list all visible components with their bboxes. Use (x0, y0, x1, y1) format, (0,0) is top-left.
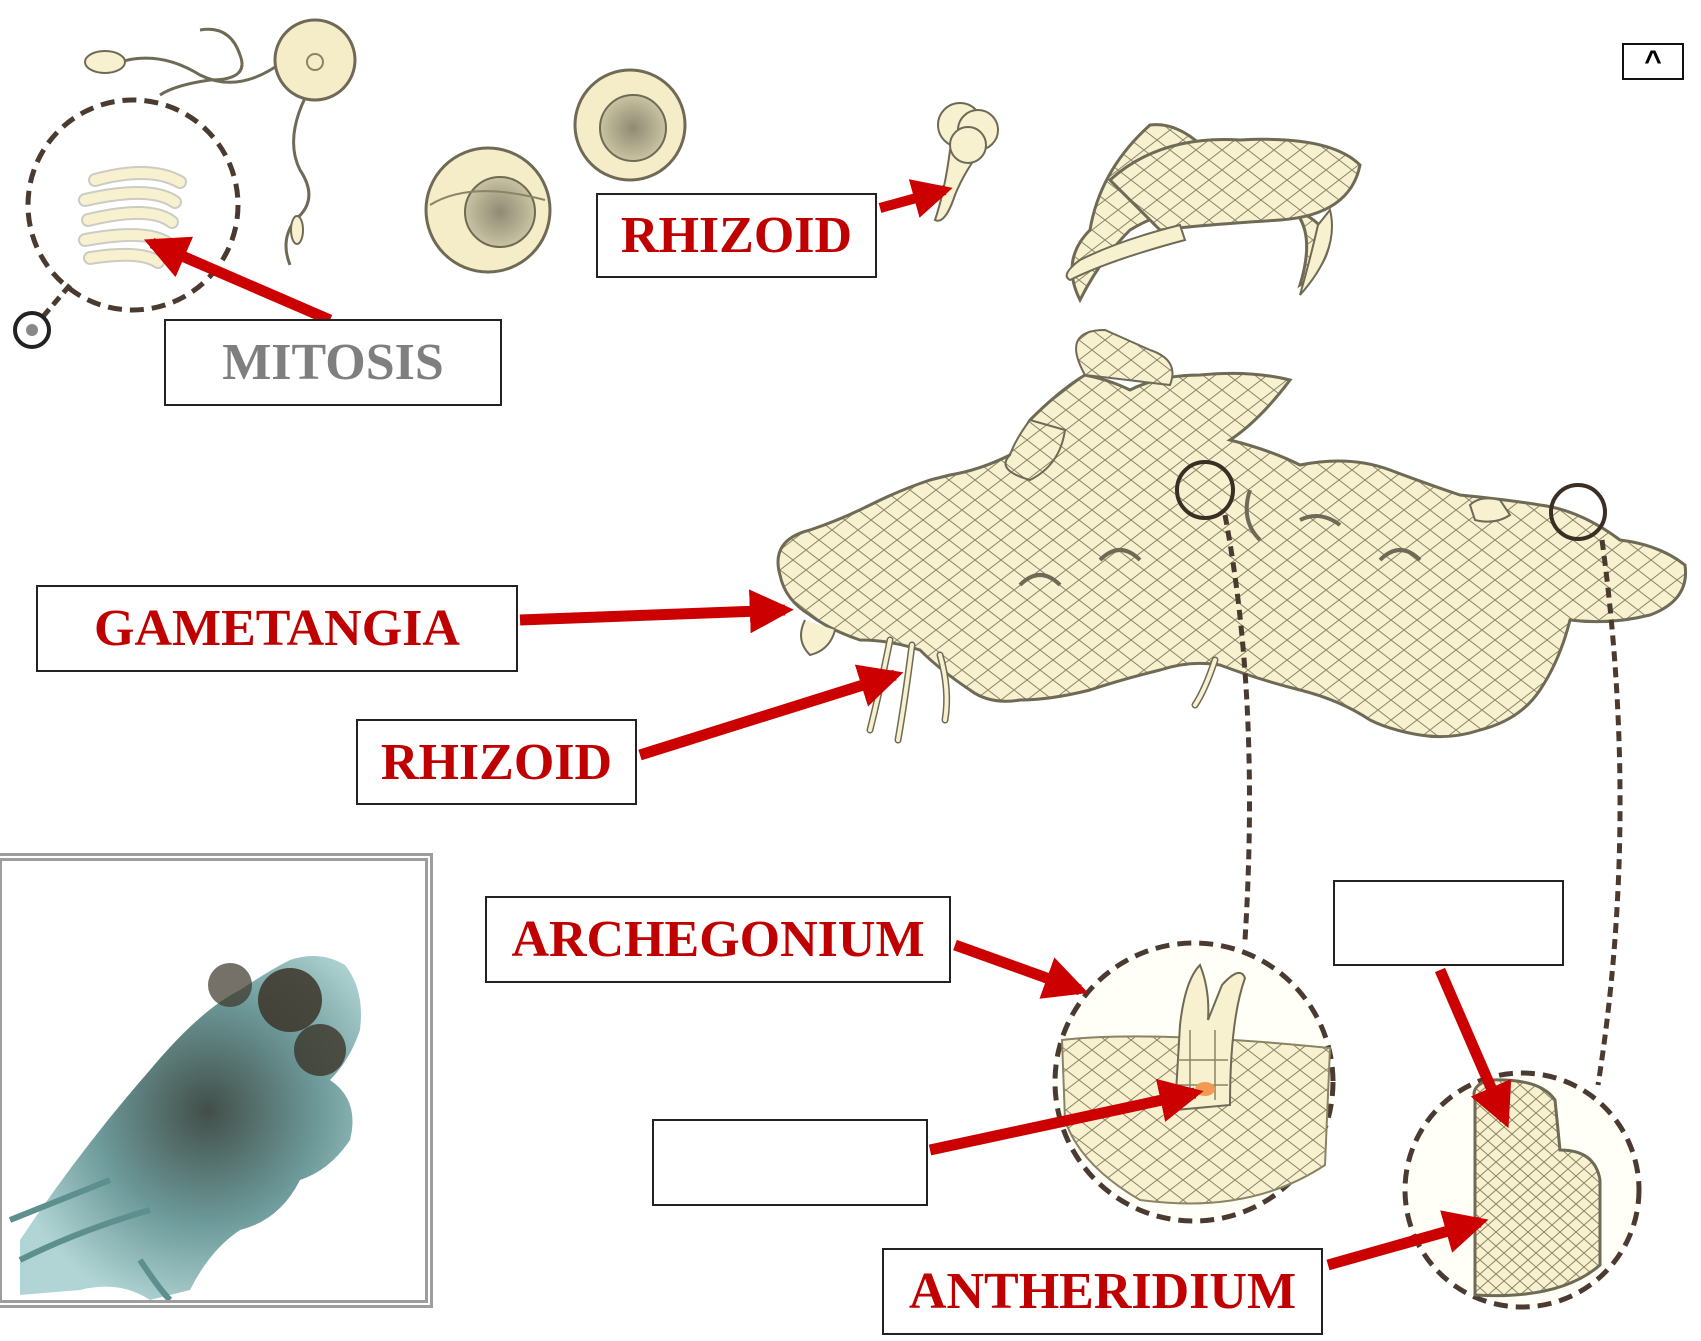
arrow-gametangia (520, 610, 785, 620)
spore-single (575, 70, 685, 180)
arrow-rhizoid-mid (640, 675, 895, 755)
mitosis-zoom-circle (15, 100, 238, 347)
label-archegonium[interactable]: ARCHEGONIUM (485, 896, 951, 983)
antheridium-zoom-circle (1405, 1073, 1639, 1307)
young-prothallus (1067, 125, 1360, 300)
young-sporeling (935, 103, 998, 221)
label-blank-egg[interactable] (652, 1119, 928, 1206)
micrograph-inset-frame (0, 853, 433, 1308)
label-antheridium[interactable]: ANTHERIDIUM (882, 1248, 1323, 1335)
arrow-archegonium (955, 945, 1080, 990)
label-gametangia[interactable]: GAMETANGIA (36, 585, 518, 672)
label-rhizoid-mid[interactable]: RHIZOID (356, 719, 637, 805)
label-mitosis[interactable]: MITOSIS (164, 319, 502, 406)
label-blank-sperm[interactable] (1333, 880, 1564, 966)
mature-gametophyte-thallus (778, 330, 1686, 737)
arrow-rhizoid-top (880, 190, 945, 208)
spore-two-cell (426, 148, 550, 272)
archegonium-zoom-circle (1055, 943, 1333, 1221)
label-rhizoid-top[interactable]: RHIZOID (596, 193, 877, 278)
arrow-mitosis (152, 243, 330, 320)
scroll-up-button[interactable]: ^ (1622, 43, 1684, 80)
